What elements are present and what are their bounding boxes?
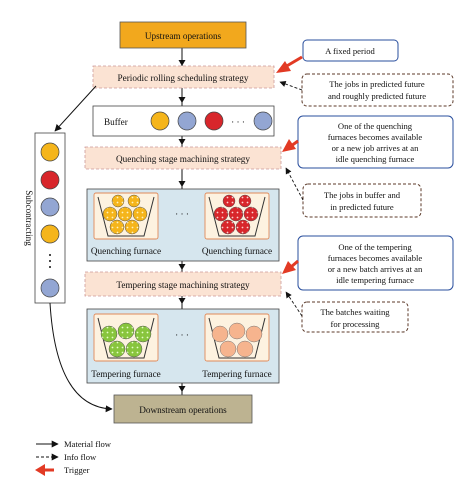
tempering-furnace-label-2: Tempering furnace [202,369,272,379]
note-batches-waiting [301,301,409,333]
upstream-block [119,21,247,49]
quench-job [102,206,118,222]
subcontract-job [40,197,60,217]
quenching-strategy-label: Quenching stage machining strategy [116,154,250,164]
quench-job [127,194,141,208]
periodic-strategy-block [92,65,275,89]
temper-job [228,322,246,340]
quench-job [117,206,133,222]
subcontract-job [40,170,60,190]
note-fixed-period [302,39,399,62]
quench-job [213,206,229,222]
temper-job [100,325,118,343]
note-fixed-period-text: A fixed period [325,46,375,56]
buffer-ellipsis: · · · [231,117,245,127]
upstream-label: Upstream operations [145,31,222,41]
quench-job [238,194,252,208]
note-batches-waiting-line: for processing [331,319,381,329]
legend-trigger-icon [35,464,45,476]
note-buffer-future [302,183,422,218]
note-temper-trigger [297,235,454,291]
tempering-furnace-label-1: Tempering furnace [91,369,161,379]
legend: Material flow Info flow Trigger [35,439,112,476]
subcontracting-label: Subcontracting [24,190,34,246]
downstream-label: Downstream operations [139,405,227,415]
quench-job [222,194,236,208]
note-temper-trigger-line: or a new batch arrives at an [328,264,423,274]
temper-job [134,325,152,343]
temper-job [245,325,263,343]
quenching-furnace-label-2: Quenching furnace [202,246,272,256]
buffer-label: Buffer [104,117,128,127]
note-predicted-jobs-line: The jobs in predicted future [329,79,425,89]
quench-job [109,219,125,235]
quench-job [124,219,140,235]
buffer-job [253,111,273,131]
note-quench-trigger-line: idle quenching furnace [336,154,415,164]
trigger-arrow-icon [276,55,303,73]
quenching-ellipsis: · · · [175,209,189,219]
buffer-job [204,111,224,131]
legend-info-flow: Info flow [64,452,97,462]
tempering-strategy-label: Tempering stage machining strategy [116,280,250,290]
note-temper-trigger-line: One of the tempering [338,242,412,252]
tempering-ellipsis: · · · [175,330,189,340]
quench-job [228,206,244,222]
temper-job [117,322,135,340]
note-quench-trigger-line: or a new job arrives at an [332,143,420,153]
subcontract-job [40,142,60,162]
note-buffer-future-line: in predicted future [330,202,394,212]
note-temper-trigger-line: idle tempering furnace [336,275,414,285]
buffer-job [150,111,170,131]
note-buffer-future-line: The jobs in buffer and [324,190,401,200]
quench-job [220,219,236,235]
quench-job [243,206,259,222]
periodic-strategy-label: Periodic rolling scheduling strategy [118,73,249,83]
note-quench-trigger-line: One of the quenching [338,121,413,131]
buffer-job [177,111,197,131]
quench-job [111,194,125,208]
note-quench-trigger-line: furnaces becomes available [328,132,423,142]
temper-job [108,340,126,358]
temper-job [236,340,254,358]
subcontract-job [40,278,60,298]
temper-job [211,325,229,343]
tempering-strategy-block [84,271,282,297]
note-temper-trigger-line: furnaces becomes available [328,253,423,263]
quenching-strategy-block [84,146,282,170]
quench-job [235,219,251,235]
legend-material-flow: Material flow [64,439,112,449]
trigger-arrow-icon [282,259,299,274]
quenching-furnace-label-1: Quenching furnace [91,246,161,256]
temper-job [125,340,143,358]
legend-trigger: Trigger [64,465,90,475]
quench-job [132,206,148,222]
trigger-arrow-icon [282,139,299,152]
note-batches-waiting-line: The batches waiting [320,307,390,317]
subcontract-job [40,224,60,244]
temper-job [219,340,237,358]
note-predicted-jobs-line: and roughly predicted future [328,91,426,101]
downstream-block [113,394,253,424]
